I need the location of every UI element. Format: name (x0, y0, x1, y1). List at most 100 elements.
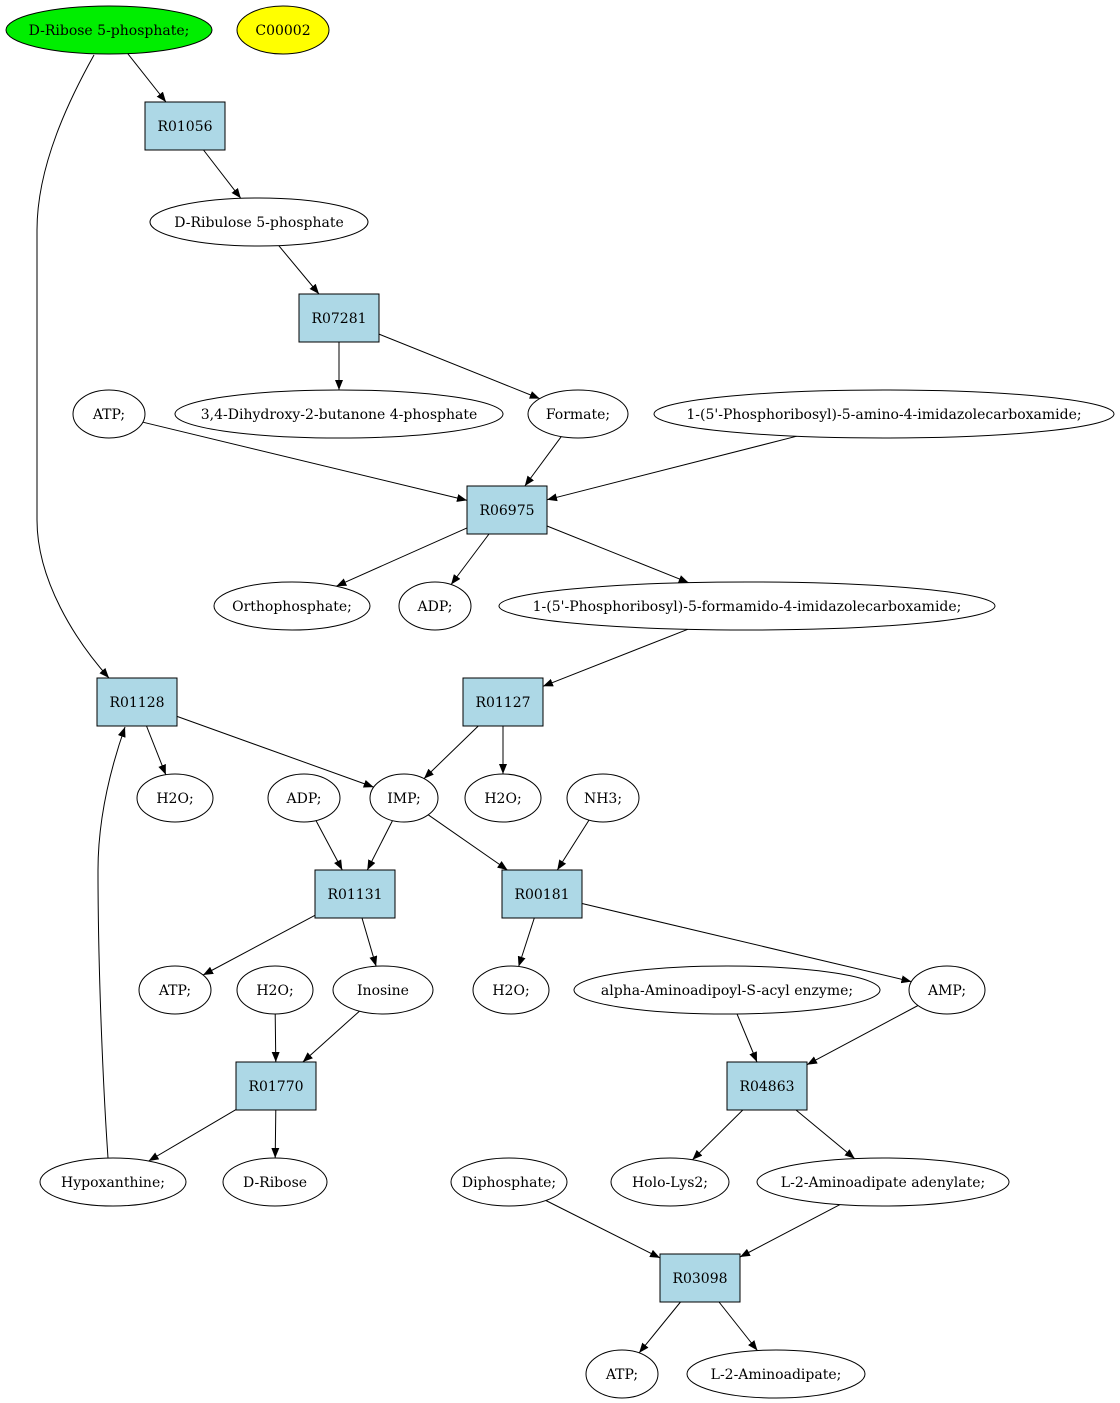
compound-ellipse (472, 965, 550, 1015)
compound-ellipse (756, 1157, 1010, 1207)
compound-node-ribulose5p[interactable]: D-Ribulose 5-phosphate (149, 197, 369, 247)
edge-aicar-to-r06975 (546, 435, 797, 502)
compound-ellipse (236, 965, 314, 1015)
compound-node-nh3[interactable]: NH3; (566, 773, 640, 823)
edge-r06975-to-adp1 (450, 533, 490, 585)
reaction-box (466, 485, 548, 535)
reaction-node-r03098[interactable]: R03098 (659, 1253, 741, 1303)
node-label: Holo-Lys2; (632, 1175, 708, 1191)
node-label: R00181 (514, 887, 569, 903)
compound-node-alpha[interactable]: alpha-Aminoadipoyl-S-acyl enzyme; (573, 965, 881, 1015)
compound-node-l2aadenyl[interactable]: L-2-Aminoadipate adenylate; (756, 1157, 1010, 1207)
node-label: NH3; (584, 791, 622, 807)
compound-ellipse (450, 1157, 568, 1207)
edge-nh3-to-r00181 (556, 819, 590, 871)
compound-ellipse (222, 1157, 328, 1207)
compound-node-inosine[interactable]: Inosine (332, 965, 434, 1015)
reaction-node-r06975[interactable]: R06975 (466, 485, 548, 535)
edge-atp1-to-r06975 (142, 421, 468, 502)
compound-node-l2a[interactable]: L-2-Aminoadipate; (686, 1349, 866, 1399)
node-label: ATP; (92, 407, 125, 423)
compound-node-h2o2[interactable]: H2O; (464, 773, 542, 823)
reaction-node-r07281[interactable]: R07281 (298, 293, 380, 343)
edge-r01128-to-h2o1 (146, 725, 167, 775)
compound-ellipse (149, 197, 369, 247)
node-label: Diphosphate; (462, 1175, 556, 1191)
compound-ellipse (213, 581, 371, 631)
node-label: 1-(5'-Phosphoribosyl)-5-amino-4-imidazol… (686, 407, 1081, 423)
edge-r00181-to-amp (581, 903, 912, 984)
reaction-node-r04863[interactable]: R04863 (726, 1061, 808, 1111)
node-label: alpha-Aminoadipoyl-S-acyl enzyme; (601, 983, 853, 999)
edge-r01770-to-hypox (148, 1109, 237, 1162)
node-label: D-Ribose (243, 1175, 307, 1191)
compound-ellipse (527, 389, 629, 439)
compound-node-atp2[interactable]: ATP; (138, 965, 212, 1015)
compound-node-aicar[interactable]: 1-(5'-Phosphoribosyl)-5-amino-4-imidazol… (653, 389, 1115, 439)
node-label: R01056 (157, 119, 212, 135)
compound-ellipse (464, 773, 542, 823)
reaction-node-r00181[interactable]: R00181 (501, 869, 583, 919)
compound-node-formate[interactable]: Formate; (527, 389, 629, 439)
compound-ellipse (585, 1349, 659, 1399)
compound-ellipse (236, 5, 330, 55)
reaction-box (298, 293, 380, 343)
reaction-node-r01128[interactable]: R01128 (96, 677, 178, 727)
reaction-node-r01770[interactable]: R01770 (235, 1061, 317, 1111)
compound-node-imp[interactable]: IMP; (369, 773, 439, 823)
edge-imp-to-r01131 (366, 820, 393, 871)
compound-node-adp1[interactable]: ADP; (398, 581, 472, 631)
node-label: H2O; (256, 983, 293, 999)
edge-r01131-to-atp2 (202, 914, 316, 976)
compound-ellipse (267, 773, 341, 823)
edge-r00181-to-h2o3 (517, 917, 535, 967)
compound-ellipse (39, 1157, 187, 1207)
reaction-node-r01056[interactable]: R01056 (144, 101, 226, 151)
reaction-box (659, 1253, 741, 1303)
compound-node-atp1[interactable]: ATP; (72, 389, 146, 439)
edge-formate-to-r06975 (524, 436, 562, 487)
compound-ellipse (332, 965, 434, 1015)
compound-node-diphos[interactable]: Diphosphate; (450, 1157, 568, 1207)
edge-r06975-to-ortho (336, 527, 468, 587)
reaction-box (144, 101, 226, 151)
compound-node-h2o3[interactable]: H2O; (472, 965, 550, 1015)
edge-r01127-to-imp (423, 725, 479, 779)
node-label: R04863 (739, 1079, 794, 1095)
edge-diphos-to-r03098 (545, 1200, 661, 1259)
compound-ellipse (398, 581, 472, 631)
reaction-node-r01131[interactable]: R01131 (314, 869, 396, 919)
node-label: H2O; (492, 983, 529, 999)
compound-node-dhbp[interactable]: 3,4-Dihydroxy-2-butanone 4-phosphate (174, 389, 504, 439)
edge-layer (36, 53, 919, 1354)
node-label: D-Ribulose 5-phosphate (174, 215, 344, 231)
reaction-box (235, 1061, 317, 1111)
compound-node-c00002[interactable]: C00002 (236, 5, 330, 55)
node-label: Orthophosphate; (232, 599, 352, 615)
edge-ribulose5p-to-r07281 (278, 245, 320, 295)
compound-node-ortho[interactable]: Orthophosphate; (213, 581, 371, 631)
edge-imp-to-r00181 (427, 814, 508, 871)
compound-node-holo[interactable]: Holo-Lys2; (610, 1157, 730, 1207)
compound-node-ribose5p[interactable]: D-Ribose 5-phosphate; (5, 5, 213, 55)
node-label: AMP; (927, 983, 966, 999)
edge-r04863-to-l2aadenyl (795, 1109, 856, 1159)
compound-node-h2o4[interactable]: H2O; (236, 965, 314, 1015)
edge-r01128-to-imp (176, 715, 374, 788)
node-label: R01128 (109, 695, 164, 711)
reaction-box (726, 1061, 808, 1111)
node-label: 3,4-Dihydroxy-2-butanone 4-phosphate (201, 407, 478, 423)
compound-node-hypox[interactable]: Hypoxanthine; (39, 1157, 187, 1207)
compound-node-adp2[interactable]: ADP; (267, 773, 341, 823)
reaction-node-r01127[interactable]: R01127 (462, 677, 544, 727)
compound-node-faicar[interactable]: 1-(5'-Phosphoribosyl)-5-formamido-4-imid… (498, 581, 996, 631)
edge-h2o4-to-r01770 (271, 1013, 280, 1063)
edge-r01770-to-dribose (271, 1109, 280, 1159)
compound-node-h2o1[interactable]: H2O; (136, 773, 214, 823)
compound-node-atp3[interactable]: ATP; (585, 1349, 659, 1399)
edge-r07281-to-formate (378, 333, 540, 400)
compound-node-dribose[interactable]: D-Ribose (222, 1157, 328, 1207)
reaction-box (462, 677, 544, 727)
compound-node-amp[interactable]: AMP; (908, 965, 986, 1015)
